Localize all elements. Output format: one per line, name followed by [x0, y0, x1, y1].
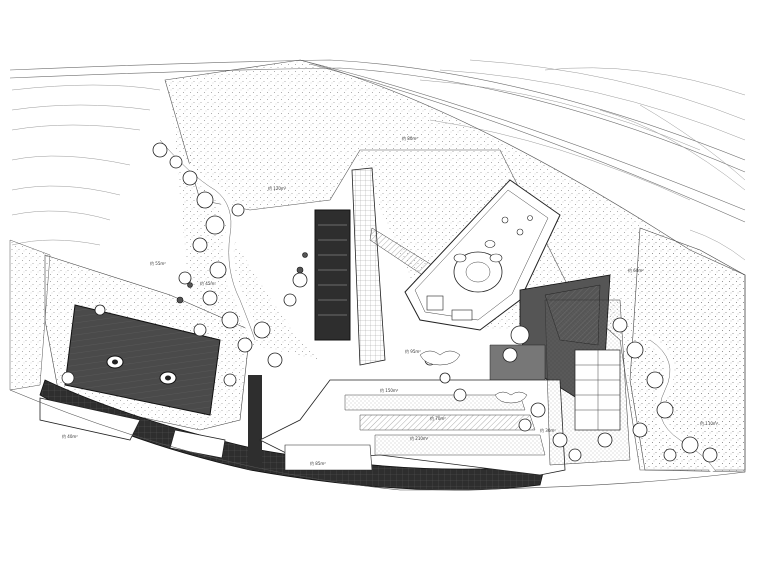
area-label: 约 150m²	[380, 387, 399, 393]
area-label: 约 210m²	[410, 435, 429, 441]
area-labels: 约 80m² 约 120m² 约 60m² 约 45m² 约 95m² 约 15…	[62, 135, 719, 466]
site-boundary	[9, 389, 746, 491]
area-label: 约 95m²	[405, 348, 421, 354]
area-label: 约 110m²	[700, 420, 719, 426]
trees	[61, 142, 718, 463]
area-label: 约 120m²	[268, 185, 287, 191]
area-label: 约 45m²	[200, 280, 216, 286]
area-label: 约 30m²	[540, 427, 556, 433]
stair-deck	[314, 167, 441, 366]
terrace-buildings	[259, 299, 631, 476]
area-label: 约 60m²	[628, 267, 644, 273]
area-label: 约 85m²	[310, 460, 326, 466]
contour-lines	[9, 59, 746, 261]
area-label: 约 55m²	[150, 260, 166, 266]
area-label: 约 40m²	[62, 433, 78, 439]
shrubs	[419, 350, 528, 404]
area-label: 约 70m²	[430, 415, 446, 421]
area-label: 约 80m²	[402, 135, 418, 141]
